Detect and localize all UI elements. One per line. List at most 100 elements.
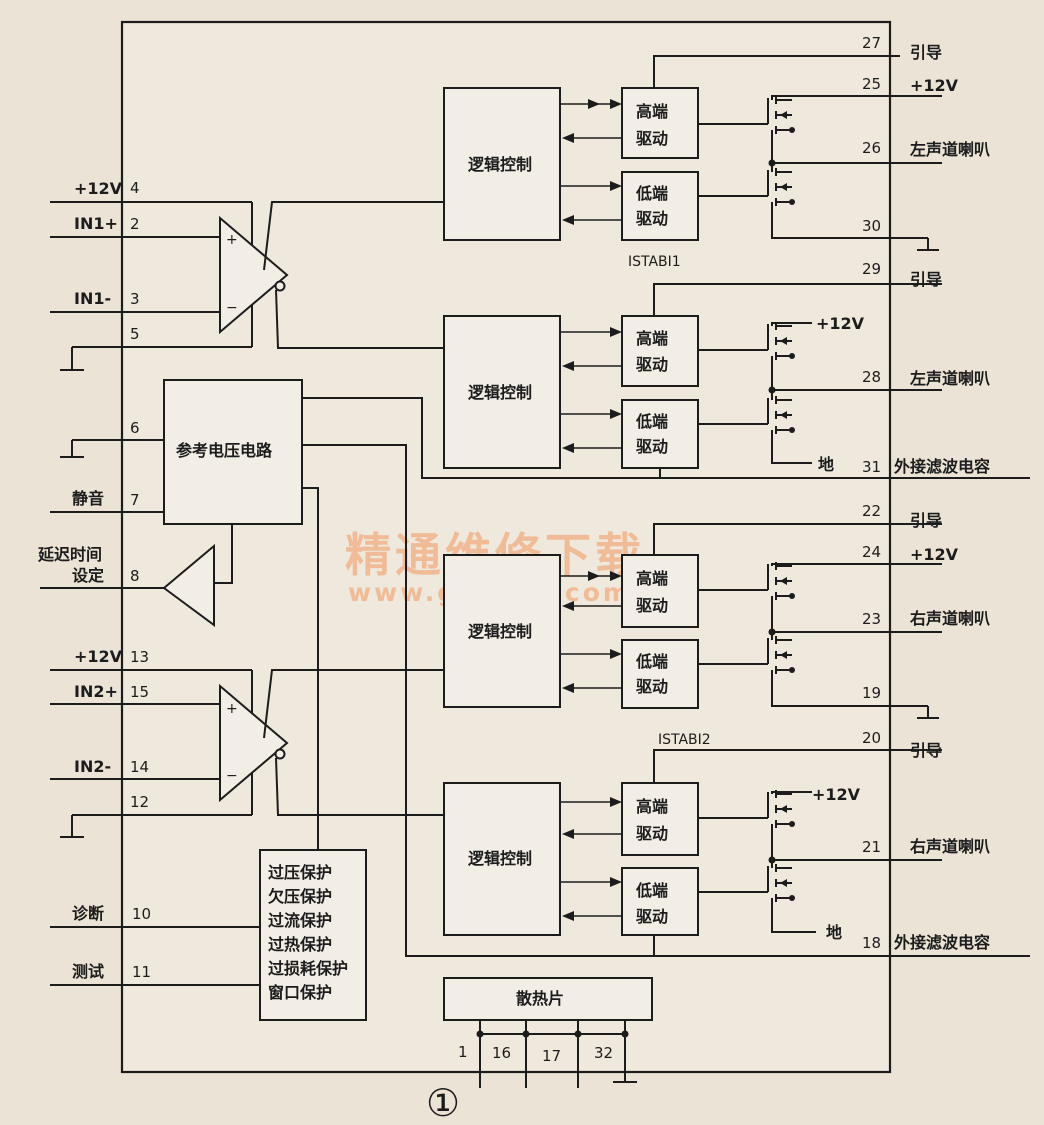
high-driver-b (621, 315, 699, 387)
svg-text:+12V: +12V (74, 179, 123, 198)
svg-text:延迟时间: 延迟时间 (37, 545, 102, 564)
left-pin-2: IN1+ 2 (50, 214, 220, 238)
pin-23-label: 右声道喇叭 (910, 609, 990, 628)
svg-text:驱动: 驱动 (636, 596, 668, 615)
pin-22-num: 22 (862, 502, 881, 520)
svg-text:低端: 低端 (635, 881, 668, 900)
pin-23-num: 23 (862, 610, 881, 628)
ref-line-protection (302, 487, 319, 850)
bottom-pin: 17 (542, 1047, 561, 1065)
pin-28-label: 左声道喇叭 (909, 369, 990, 388)
svg-text:ISTABI2: ISTABI2 (658, 732, 711, 748)
svg-text:逻辑控制: 逻辑控制 (468, 383, 532, 402)
svg-text:高端: 高端 (636, 569, 668, 588)
ref-line-filter-2 (302, 444, 890, 957)
svg-text:逻辑控制: 逻辑控制 (468, 622, 532, 641)
svg-text:−: − (226, 300, 238, 316)
channel-c: 逻辑控制 高端 驱动 低端 驱动 (443, 523, 939, 719)
channel-b: 逻辑控制 高端 驱动 低端 驱动 ISTABI1 +12V 地 (443, 254, 890, 478)
pin-18-label: 外接滤波电容 (893, 933, 990, 952)
pin-31-label: 外接滤波电容 (893, 457, 990, 476)
svg-text:驱动: 驱动 (636, 677, 668, 696)
svg-text:ISTABI1: ISTABI1 (628, 254, 681, 270)
svg-text:驱动: 驱动 (636, 824, 668, 843)
svg-text:驱动: 驱动 (636, 129, 668, 148)
left-pin-11-test: 测试 11 (50, 962, 260, 986)
left-pin-5-ground: 5 (60, 325, 252, 371)
protection-item: 过压保护 (268, 863, 332, 882)
pin-24-label: +12V (910, 545, 959, 564)
svg-text:11: 11 (132, 963, 151, 981)
low-driver-b (621, 399, 699, 469)
svg-text:驱动: 驱动 (636, 437, 668, 456)
svg-text:3: 3 (130, 290, 140, 308)
svg-text:IN1+: IN1+ (74, 214, 118, 233)
svg-text:地: 地 (826, 923, 842, 942)
heatsink-block: 散热片 1 16 17 32 (443, 977, 653, 1088)
pin-26-label: 左声道喇叭 (909, 140, 990, 159)
logic-control-d (443, 782, 561, 936)
protection-item: 过热保护 (268, 935, 332, 954)
bottom-pin: 1 (458, 1043, 468, 1061)
low-driver-d (621, 867, 699, 936)
svg-text:驱动: 驱动 (636, 209, 668, 228)
svg-text:驱动: 驱动 (636, 355, 668, 374)
svg-text:地: 地 (818, 455, 834, 474)
left-pin-15: IN2+ 15 (50, 682, 220, 705)
high-driver-a (621, 87, 699, 159)
left-pin-8-delay: 延迟时间 设定 8 (37, 545, 164, 589)
svg-text:15: 15 (130, 683, 149, 701)
svg-text:高端: 高端 (636, 797, 668, 816)
logic-control-c (443, 554, 561, 708)
pin-25-num: 25 (862, 75, 881, 93)
figure-number: ① (426, 1081, 460, 1125)
svg-text:逻辑控制: 逻辑控制 (468, 155, 532, 174)
svg-text:+12V: +12V (816, 314, 865, 333)
protection-item: 过损耗保护 (268, 959, 348, 978)
svg-text:5: 5 (130, 325, 140, 343)
bottom-pin: 32 (594, 1044, 613, 1062)
left-pin-14: IN2- 14 (50, 757, 220, 780)
svg-text:低端: 低端 (635, 412, 668, 431)
svg-text:低端: 低端 (635, 184, 668, 203)
svg-text:驱动: 驱动 (636, 907, 668, 926)
pin-25-label: +12V (910, 76, 959, 95)
pin-29-num: 29 (862, 260, 881, 278)
left-pin-3: IN1- 3 (50, 289, 220, 313)
svg-text:10: 10 (132, 905, 151, 923)
svg-text:设定: 设定 (72, 566, 104, 585)
op-amp-2: + − (219, 669, 444, 816)
delay-buffer (162, 524, 233, 627)
low-driver-a (621, 171, 699, 241)
ref-line-filter-1 (302, 397, 890, 479)
svg-text:高端: 高端 (636, 102, 668, 121)
pin-29-label: 引导 (910, 270, 942, 289)
pin-20-num: 20 (862, 729, 881, 747)
svg-text:8: 8 (130, 567, 140, 585)
left-pin-6-ground: 6 (60, 419, 164, 458)
svg-text:IN2+: IN2+ (74, 682, 118, 701)
svg-text:高端: 高端 (636, 329, 668, 348)
left-pin-12-ground: 12 (60, 793, 252, 838)
svg-text:IN1-: IN1- (74, 289, 111, 308)
svg-text:静音: 静音 (72, 489, 104, 508)
protection-item: 窗口保护 (268, 983, 332, 1002)
pin-21-num: 21 (862, 838, 881, 856)
pin-28-num: 28 (862, 368, 881, 386)
pin-22-label: 引导 (910, 511, 942, 530)
high-driver-d (621, 782, 699, 856)
channel-d: 逻辑控制 高端 驱动 低端 驱动 ISTABI2 +12V 地 (443, 732, 890, 956)
pin-27-num: 27 (862, 34, 881, 52)
left-pin-10-diag: 诊断 10 (50, 904, 260, 928)
svg-text:−: − (226, 768, 238, 784)
svg-text:+: + (226, 701, 238, 717)
left-pin-7-mute: 静音 7 (50, 489, 164, 513)
svg-text:12: 12 (130, 793, 149, 811)
svg-text:参考电压电路: 参考电压电路 (176, 441, 273, 460)
pin-20-label: 引导 (910, 741, 942, 760)
svg-text:+12V: +12V (74, 647, 123, 666)
pin-27-label: 引导 (910, 43, 942, 62)
svg-text:IN2-: IN2- (74, 757, 111, 776)
logic-control-b (443, 315, 561, 469)
